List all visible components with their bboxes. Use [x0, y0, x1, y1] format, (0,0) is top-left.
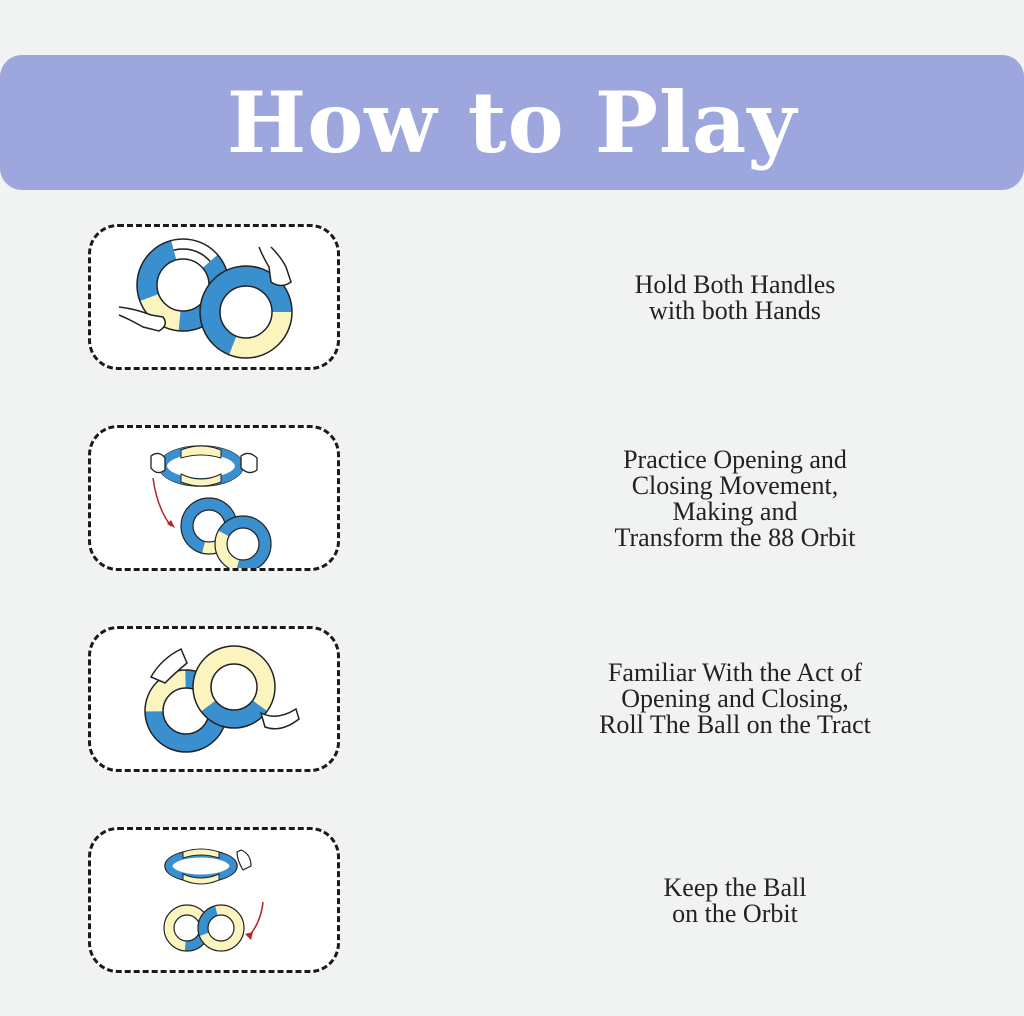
step-4-line-1: Keep the Ball	[663, 873, 807, 902]
step-4-line-2: on the Orbit	[672, 899, 798, 928]
step-1-line-2: with both Hands	[649, 296, 821, 325]
page-title: How to Play	[226, 73, 798, 172]
ring-open-close-transform-icon	[150, 445, 272, 568]
step-3-line-1: Familiar With the Act of	[607, 658, 863, 687]
how-to-play-banner: How to Play	[0, 55, 1024, 190]
step-2-line-1: Practice Opening and	[623, 445, 847, 474]
step-4-instruction: Keep the Ball on the Orbit	[540, 875, 930, 927]
step-3-line-3: Roll The Ball on the Tract	[599, 710, 871, 739]
step-3-instruction: Familiar With the Act of Opening and Clo…	[540, 660, 930, 738]
hands-opening-closing-ring-icon	[144, 645, 300, 753]
step-4-illustration-card	[88, 827, 340, 973]
hands-holding-figure-eight-ring-icon	[118, 238, 293, 359]
step-1-line-1: Hold Both Handles	[634, 270, 836, 299]
step-1-instruction: Hold Both Handles with both Hands	[540, 272, 930, 324]
step-3-illustration-card	[88, 626, 340, 772]
step-2-line-2: Closing Movement,	[631, 471, 839, 500]
step-1-illustration-card	[88, 224, 340, 370]
step-2-instruction: Practice Opening and Closing Movement, M…	[540, 447, 930, 551]
step-2-illustration-card	[88, 425, 340, 571]
ring-ball-on-orbit-icon	[163, 848, 264, 952]
step-3-line-2: Opening and Closing,	[621, 684, 849, 713]
step-2-line-3: Making and	[672, 497, 798, 526]
step-2-line-4: Transform the 88 Orbit	[614, 523, 856, 552]
